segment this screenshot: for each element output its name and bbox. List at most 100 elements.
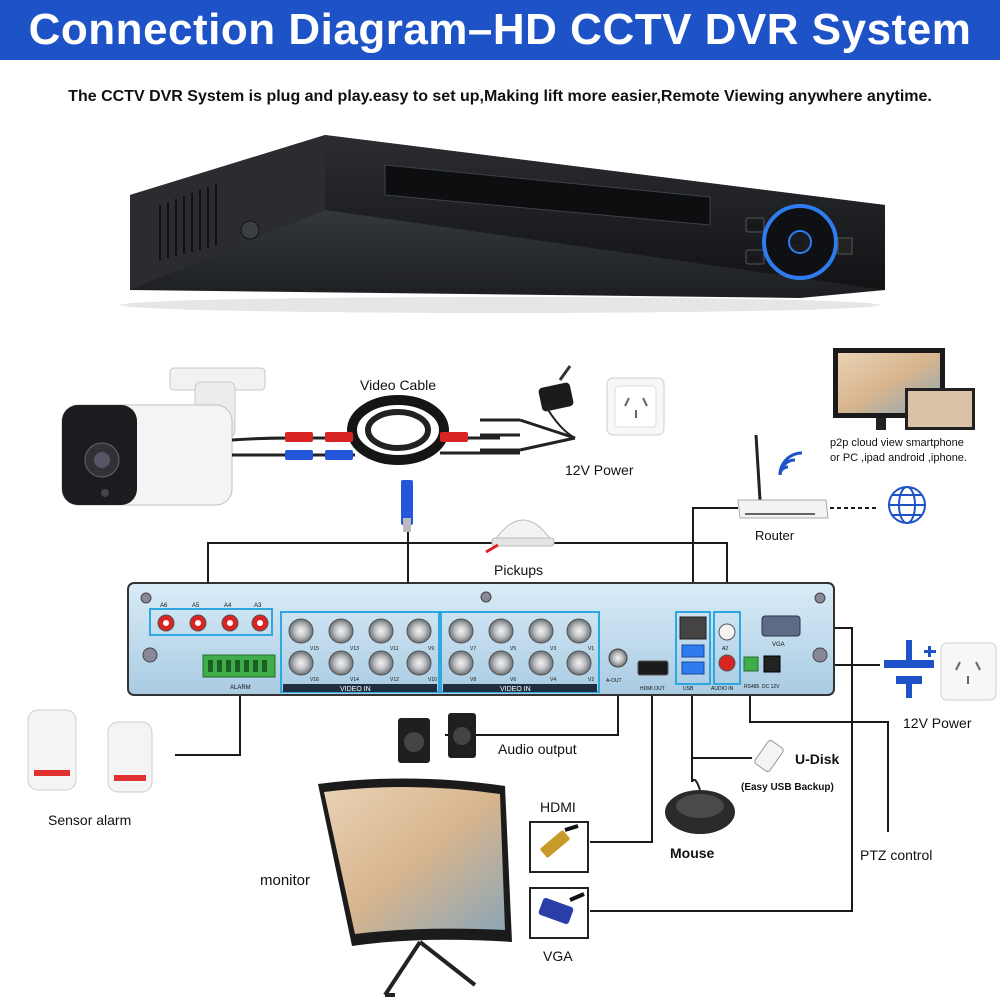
- enter-button-label: Enter: [792, 240, 804, 246]
- label-v6: V6: [510, 677, 516, 683]
- bnc-blue-connectors: [285, 450, 413, 532]
- wall-socket-right: [940, 642, 997, 701]
- usb-port-2: [681, 661, 705, 675]
- indicator-hdd: HDD: [656, 208, 670, 214]
- audio-in-jacks-left: [157, 614, 269, 632]
- bullet-camera: [61, 367, 266, 506]
- vga-port-label: VGA: [772, 642, 785, 648]
- nav-up-icon: ^: [795, 214, 800, 225]
- rs485-label: RS485: [744, 684, 760, 690]
- audio-label-a5: A5: [192, 603, 200, 609]
- label-v2: V2: [588, 677, 594, 683]
- audio-label-a4: A4: [224, 603, 232, 609]
- dc-label: DC 12V: [762, 684, 780, 690]
- alarm-label: ALARM: [230, 685, 251, 691]
- audio-label-a3: A3: [254, 603, 262, 609]
- enter-button[interactable]: [788, 230, 812, 254]
- audio-out-port: [608, 648, 628, 668]
- hdmi-port-label: HDMI OUT: [640, 686, 665, 692]
- aout-label: A-OUT: [606, 678, 622, 684]
- label-a2: A2: [722, 646, 728, 652]
- alarm-terminal-screws: [208, 660, 267, 672]
- label-v11: V11: [390, 646, 399, 652]
- router: [737, 434, 829, 519]
- hdmi-label: HDMI: [540, 799, 576, 815]
- label-v12: V12: [390, 677, 399, 683]
- dvr-display-window: [384, 164, 711, 226]
- audio-output-label: Audio output: [498, 741, 577, 757]
- bnc-ports: [288, 618, 592, 676]
- audio-jack-a2: [718, 623, 736, 641]
- esc-button-label: ESC: [750, 256, 761, 262]
- power-splitter: [480, 418, 576, 452]
- hdmi-cable-icon: [540, 824, 579, 858]
- udisk-label: U-Disk: [795, 751, 840, 767]
- label-v1: V1: [588, 646, 594, 652]
- usb-port-1: [681, 644, 705, 658]
- lan-usb-group: [675, 611, 711, 685]
- dvr-vents: [159, 184, 217, 260]
- vga-port: [761, 615, 801, 637]
- indicator-rec: REC: [610, 202, 623, 208]
- sensor-alarm-label: Sensor alarm: [48, 812, 131, 828]
- menu-button[interactable]: [745, 217, 765, 233]
- audio-in-group-left: [149, 608, 273, 636]
- audio-in-label-right: AUDIO IN: [711, 686, 734, 692]
- hdmi-port: [637, 660, 669, 676]
- video-in-label-left: VIDEO IN: [340, 686, 371, 693]
- power-right-label: 12V Power: [903, 715, 972, 731]
- ptz-label: PTZ control: [860, 847, 932, 863]
- video-in-bar-left: [283, 684, 437, 692]
- power-top-label: 12V Power: [565, 462, 634, 478]
- p2p-label-line1: p2p cloud view smartphone: [830, 437, 964, 449]
- video-in-bar-right: [443, 684, 597, 692]
- audio-in-group-right: [713, 611, 741, 685]
- wifi-icon: [778, 451, 803, 476]
- monitor-label: monitor: [260, 872, 310, 889]
- audio-jack-a1: [718, 654, 736, 672]
- udisk-note: (Easy USB Backup): [741, 782, 834, 793]
- dvr-front-unit: REC NET HDD MENU ESC Enter ^: [120, 135, 885, 313]
- subtitle: The CCTV DVR System is plug and play.eas…: [68, 88, 932, 105]
- power-symbol-icon: [884, 640, 936, 698]
- dvr-screw: [240, 220, 260, 240]
- vga-cable-icon: [538, 892, 585, 925]
- router-label: Router: [755, 528, 795, 543]
- indicator-net: NET: [635, 205, 647, 211]
- label-v16: V16: [310, 677, 319, 683]
- audio-label-a6: A6: [160, 603, 168, 609]
- label-v10: V10: [428, 677, 437, 683]
- dc-power-jack: [763, 655, 781, 673]
- dvr-usb-port: [837, 237, 853, 255]
- pickup-microphone: [485, 519, 555, 554]
- p2p-label-line2: or PC ,ipad android ,iphone.: [830, 452, 967, 464]
- video-cable-label: Video Cable: [360, 377, 436, 393]
- video-cable-coil: [347, 395, 449, 465]
- label-v4: V4: [550, 677, 556, 683]
- power-adapter: [538, 365, 576, 439]
- globe-icon: [888, 486, 926, 524]
- label-v5: V5: [510, 646, 516, 652]
- dvr-side-panel: [130, 135, 325, 290]
- monitor-icon: [318, 778, 512, 997]
- mouse-icon: [665, 778, 735, 834]
- label-v15: V15: [310, 646, 319, 652]
- vga-label: VGA: [543, 948, 573, 964]
- label-v14: V14: [350, 677, 359, 683]
- pickups-label: Pickups: [494, 562, 543, 578]
- menu-button-label: MENU: [748, 224, 763, 230]
- label-v8: V8: [470, 677, 476, 683]
- udisk-icon: [754, 740, 784, 772]
- sensor-alarm-icon: [27, 709, 153, 793]
- speakers-icon: [398, 713, 476, 763]
- wall-socket-top: [606, 377, 665, 436]
- video-in-label-right: VIDEO IN: [500, 686, 531, 693]
- esc-button[interactable]: [745, 249, 765, 265]
- label-v3: V3: [550, 646, 556, 652]
- label-v7: V7: [470, 646, 476, 652]
- mouse-label: Mouse: [670, 845, 715, 861]
- label-v13: V13: [350, 646, 359, 652]
- dvr-shadow: [120, 297, 880, 313]
- rca-red-connectors: [285, 432, 468, 442]
